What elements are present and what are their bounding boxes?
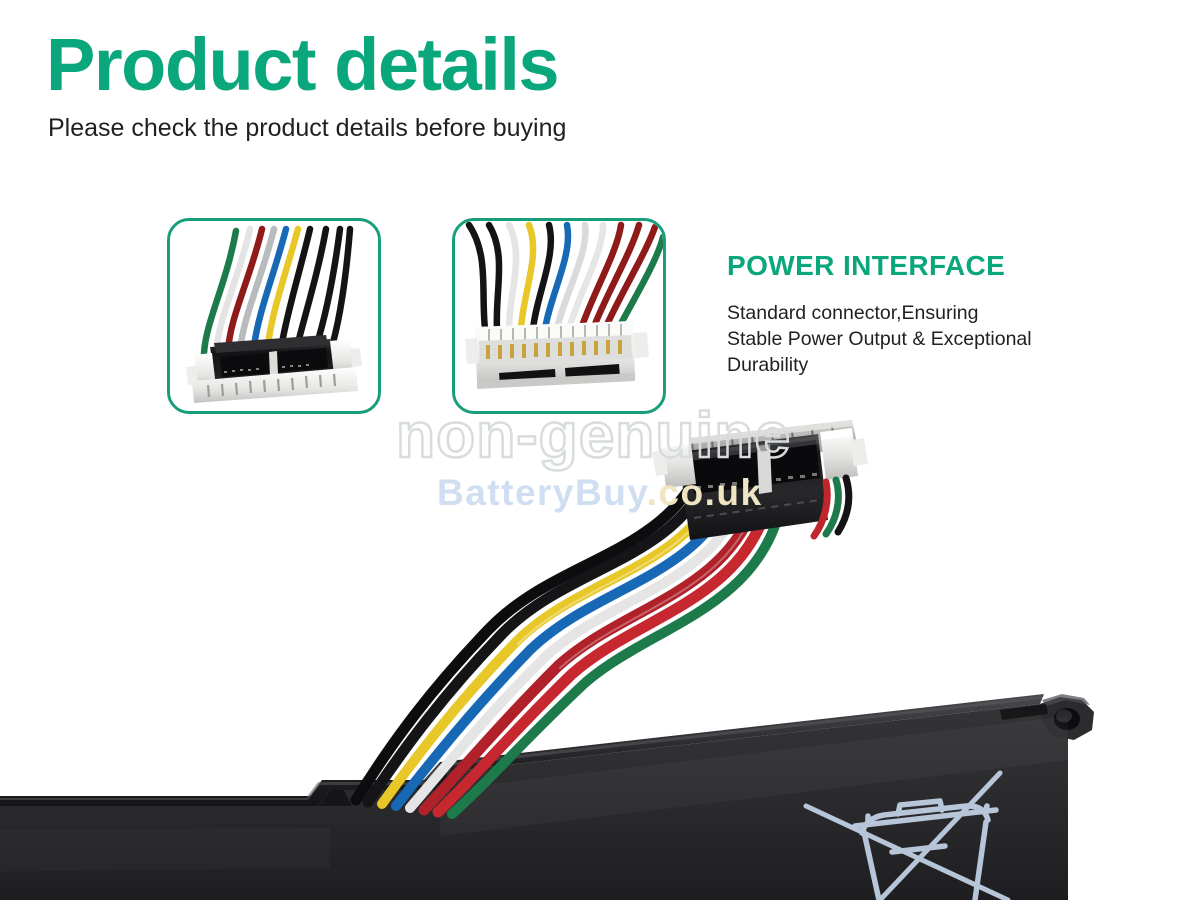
thumbnail-1-image bbox=[170, 221, 378, 411]
connector-latch-right bbox=[820, 428, 868, 480]
battery-body bbox=[0, 694, 1094, 900]
weee-recycling-symbol bbox=[803, 770, 1011, 900]
thumbnail-connector-front-view[interactable] bbox=[452, 218, 666, 414]
wire-bundle bbox=[350, 464, 785, 819]
connector-latch-left bbox=[652, 436, 696, 488]
page-title: Product details bbox=[46, 23, 560, 106]
thumbnail-connector-side-view[interactable] bbox=[167, 218, 381, 414]
feature-title: POWER INTERFACE bbox=[727, 250, 1006, 281]
main-connector bbox=[652, 420, 868, 540]
site-watermark: BatteryBuy.co.uk bbox=[437, 472, 763, 514]
feature-description: Standard connector,Ensuring Stable Power… bbox=[727, 302, 1032, 376]
site-watermark-name: BatteryBuy bbox=[437, 472, 647, 513]
page-subtitle: Please check the product details before … bbox=[48, 114, 567, 142]
thumbnail-2-image bbox=[455, 221, 663, 411]
site-watermark-tld: .co.uk bbox=[646, 472, 763, 513]
battery-mount-tab bbox=[1040, 694, 1094, 740]
